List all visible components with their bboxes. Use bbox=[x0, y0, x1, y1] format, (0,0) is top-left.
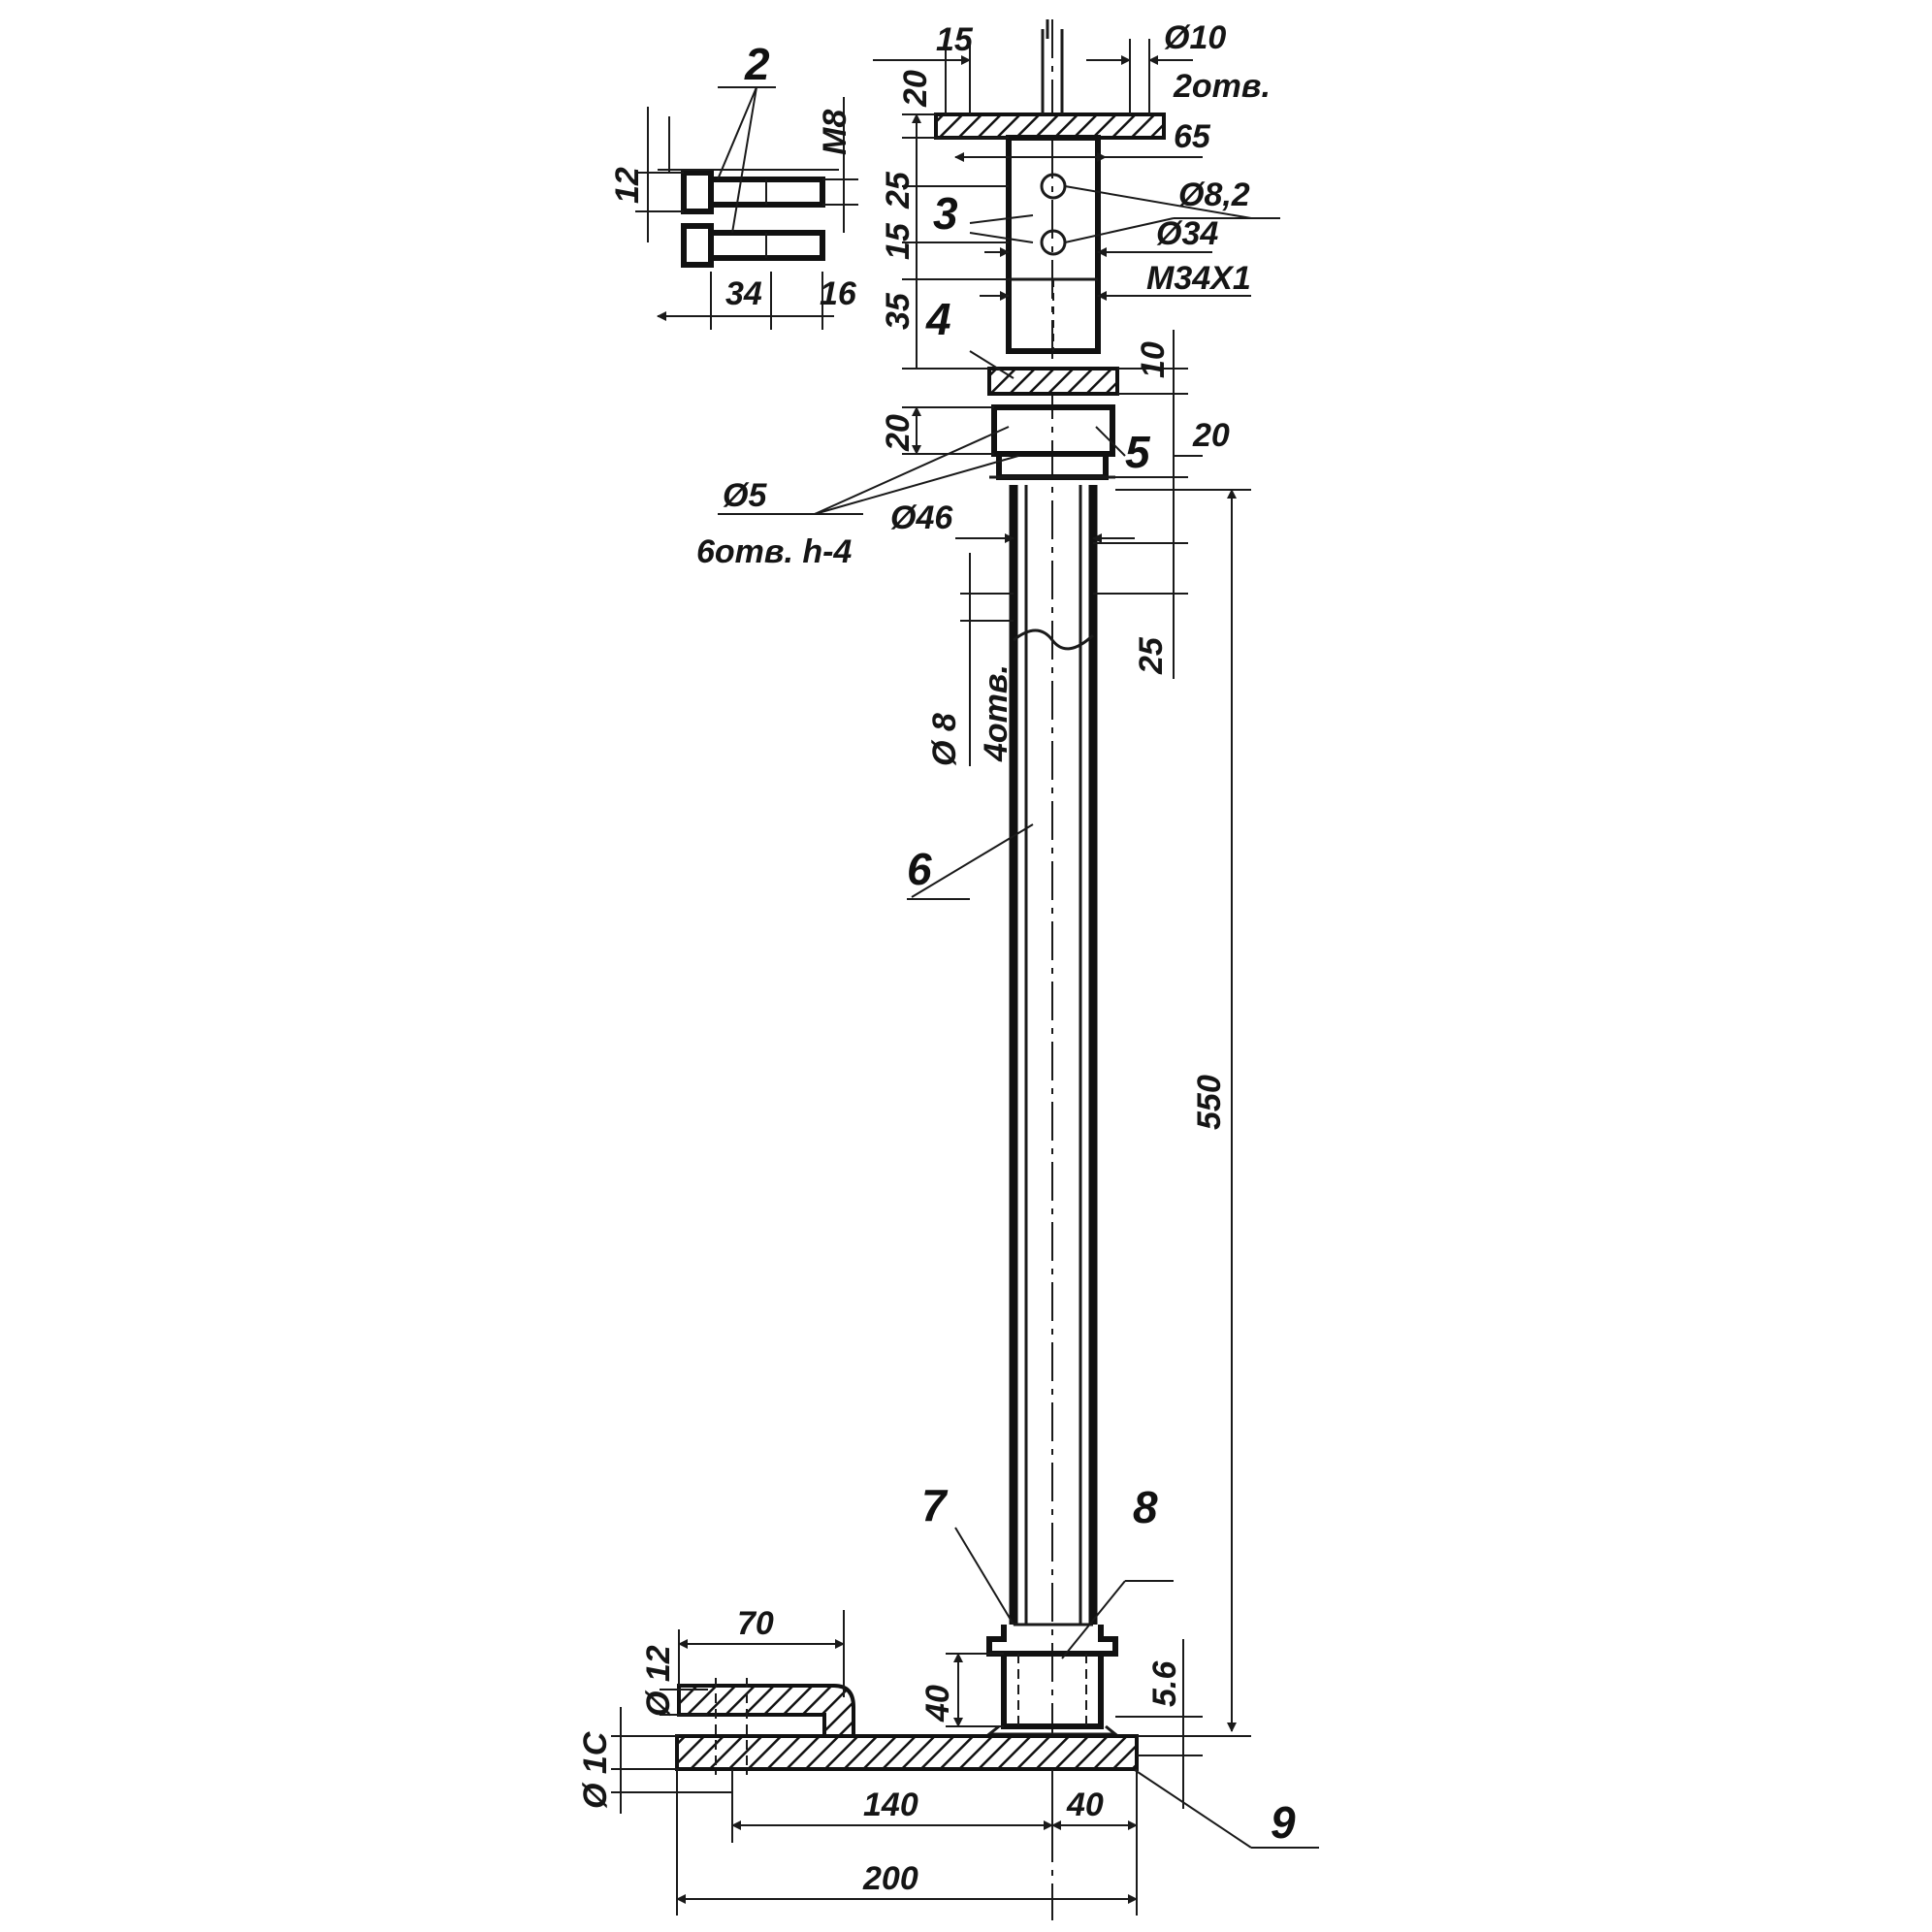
dim-top-d10: Ø10 bbox=[1164, 19, 1226, 56]
dimension-lines bbox=[611, 39, 1319, 1916]
dim-4-holes: 4отв. bbox=[978, 664, 1014, 762]
dim-d8: Ø 8 bbox=[926, 713, 963, 766]
dim-d10-base: Ø 1C bbox=[577, 1731, 614, 1809]
part-number-8: 8 bbox=[1133, 1482, 1158, 1532]
base-plate bbox=[675, 1678, 1139, 1775]
dim-bolt-34: 34 bbox=[725, 275, 762, 312]
dim-d12: Ø 12 bbox=[640, 1645, 677, 1717]
dim-left-20: 20 bbox=[880, 414, 917, 452]
dim-top-65: 65 bbox=[1174, 118, 1211, 155]
dim-bolt-m8: M8 bbox=[817, 110, 853, 155]
flange-part-5 bbox=[989, 404, 1115, 480]
dim-bolt-16: 16 bbox=[820, 275, 857, 312]
part-number-6: 6 bbox=[907, 844, 932, 894]
dim-d5: Ø5 bbox=[723, 477, 767, 514]
dim-right-10: 10 bbox=[1135, 341, 1172, 378]
dim-70: 70 bbox=[737, 1605, 774, 1642]
part-numbers: 2 3 4 5 6 7 8 9 bbox=[744, 39, 1296, 1848]
part-number-5: 5 bbox=[1125, 427, 1151, 477]
part-number-7: 7 bbox=[921, 1480, 949, 1530]
dim-6-holes: 6отв. h-4 bbox=[696, 533, 852, 570]
dim-top-15: 15 bbox=[936, 21, 974, 58]
dim-top-2holes: 2отв. bbox=[1173, 68, 1271, 105]
dim-right-25: 25 bbox=[1133, 636, 1170, 675]
dim-d8-2: Ø8,2 bbox=[1178, 177, 1250, 213]
dimension-texts: 15 Ø10 2отв. 20 65 Ø8,2 Ø34 M34X1 25 15 … bbox=[577, 19, 1271, 1897]
dim-5-6: 5.6 bbox=[1146, 1660, 1183, 1707]
dim-40-base: 40 bbox=[1066, 1787, 1104, 1823]
dim-top-20: 20 bbox=[897, 70, 934, 108]
dim-200: 200 bbox=[862, 1860, 918, 1897]
dim-bolt-12: 12 bbox=[609, 167, 646, 204]
part-number-4: 4 bbox=[925, 294, 951, 344]
bolts bbox=[681, 170, 825, 268]
dim-40-sleeve: 40 bbox=[919, 1685, 956, 1723]
nut-part-4 bbox=[987, 367, 1119, 396]
dim-d46: Ø46 bbox=[890, 499, 953, 536]
main-tube bbox=[1009, 485, 1098, 1626]
part-number-3: 3 bbox=[933, 188, 958, 239]
dim-v25: 25 bbox=[880, 171, 917, 209]
part-number-2: 2 bbox=[744, 39, 770, 89]
part-number-9: 9 bbox=[1271, 1797, 1296, 1848]
dim-v35: 35 bbox=[880, 292, 917, 330]
dim-550: 550 bbox=[1191, 1075, 1228, 1130]
dim-v15: 15 bbox=[880, 222, 917, 260]
dim-m34x1: M34X1 bbox=[1146, 260, 1251, 297]
dim-140: 140 bbox=[863, 1787, 918, 1823]
dim-right-20: 20 bbox=[1192, 417, 1230, 454]
dim-d34: Ø34 bbox=[1156, 215, 1218, 252]
